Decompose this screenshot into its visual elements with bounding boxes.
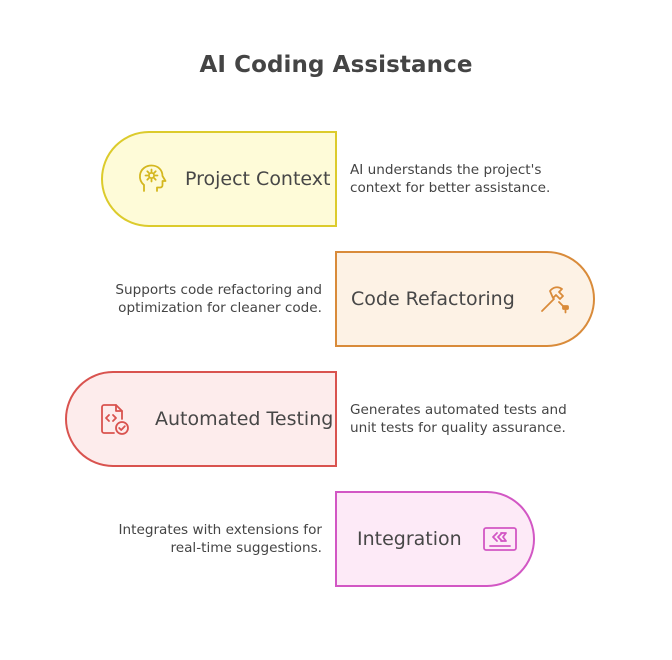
step-project-context: Project Context	[101, 131, 337, 227]
step-integration: Integration	[335, 491, 535, 587]
step-description: Integrates with extensions for real-time…	[118, 522, 323, 556]
page-title: AI Coding Assistance	[199, 52, 473, 78]
extension-screen-icon	[482, 527, 517, 551]
step-label: Project Context	[185, 168, 331, 190]
step-label: Automated Testing	[155, 408, 334, 430]
step-label: Code Refactoring	[351, 288, 515, 310]
head-gear-icon	[139, 164, 167, 192]
step-label: Integration	[357, 528, 462, 550]
hammer-icon	[540, 286, 569, 314]
step-description: Generates automated tests and unit tests…	[350, 402, 567, 436]
step-description: AI understands the project's context for…	[350, 162, 551, 196]
step-automated-testing: Automated Testing	[65, 371, 337, 467]
step-code-refactoring: Code Refactoring	[335, 251, 595, 347]
code-file-check-icon	[101, 404, 129, 435]
step-description: Supports code refactoring and optimizati…	[115, 282, 322, 316]
